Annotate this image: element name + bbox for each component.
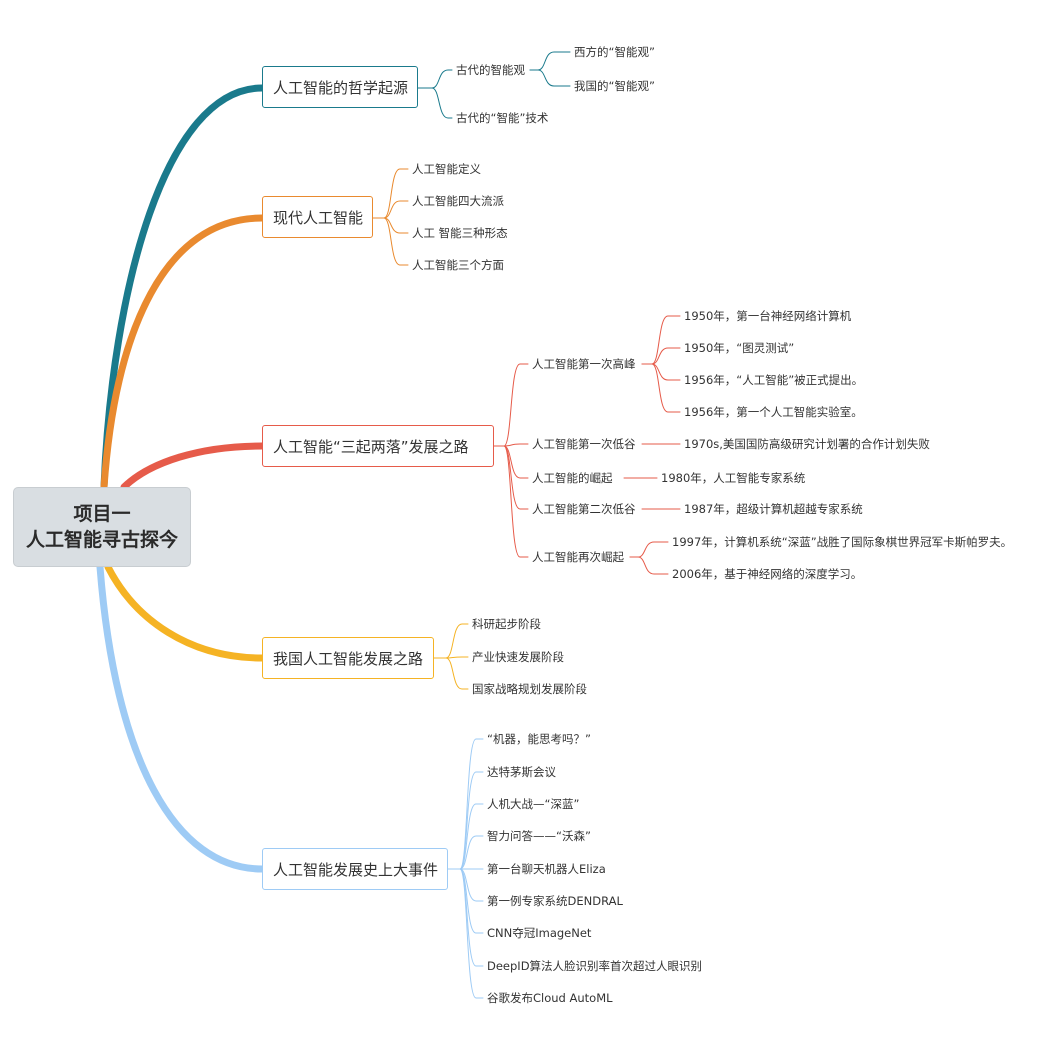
link-china-2 [433, 657, 469, 690]
link-china-0 [433, 623, 469, 659]
event-2006-deep-learning[interactable]: 2006年，基于神经网络的深度学习。 [672, 567, 863, 581]
event-1970s-darpa[interactable]: 1970s,美国国防高级研究计划署的合作计划失败 [684, 437, 930, 451]
node-first-winter[interactable]: 人工智能第一次低谷 [532, 437, 636, 451]
root-node[interactable]: 项目一 人工智能寻古探今 [13, 487, 191, 567]
event-dartmouth[interactable]: 达特茅斯会议 [487, 765, 556, 779]
link-philosophy-1 [417, 87, 453, 119]
link-modern-3 [372, 217, 409, 266]
link-ancient-1 [529, 69, 571, 87]
event-cnn-imagenet[interactable]: CNN夺冠ImageNet [487, 926, 592, 940]
node-three-aspects[interactable]: 人工智能三个方面 [412, 258, 504, 272]
link-modern-1 [372, 200, 409, 219]
link-rise-again-0 [629, 541, 669, 558]
node-western-view[interactable]: 西方的“智能观” [574, 45, 655, 59]
event-1950-turing-test[interactable]: 1950年，“图灵测试” [684, 341, 795, 355]
node-first-peak[interactable]: 人工智能第一次高峰 [532, 357, 636, 371]
event-deepid[interactable]: DeepID算法人脸识别率首次超过人眼识别 [487, 959, 703, 973]
root-title-line2: 人工智能寻古探今 [25, 529, 178, 551]
trunk-china [104, 563, 266, 662]
node-rise[interactable]: 人工智能的崛起 [532, 471, 613, 485]
node-three-forms[interactable]: 人工 智能三种形态 [412, 226, 508, 240]
trunk-modern [100, 214, 266, 491]
event-1980-expert-system[interactable]: 1980年，人工智能专家系统 [661, 471, 806, 485]
link-philosophy-0 [417, 69, 453, 89]
node-chinese-view[interactable]: 我国的“智能观” [574, 79, 655, 93]
link-ancient-0 [529, 51, 571, 71]
link-three-rises-4 [493, 445, 529, 558]
node-industry-stage[interactable]: 产业快速发展阶段 [472, 650, 564, 664]
event-deep-blue[interactable]: 人机大战—“深蓝” [487, 797, 580, 811]
trunk-events [96, 563, 266, 873]
link-first-peak-1 [641, 347, 681, 365]
node-strategy-stage[interactable]: 国家战略规划发展阶段 [472, 682, 587, 696]
event-dendral[interactable]: 第一例专家系统DENDRAL [487, 894, 623, 908]
link-rise-again-1 [629, 556, 669, 575]
branch-modern-ai[interactable]: 现代人工智能 [262, 196, 373, 238]
event-cloud-automl[interactable]: 谷歌发布Cloud AutoML [487, 991, 613, 1005]
link-first-peak-2 [641, 363, 681, 381]
branch-lines [372, 51, 681, 999]
event-1950-neural-computer[interactable]: 1950年，第一台神经网络计算机 [684, 309, 852, 323]
node-rise-again[interactable]: 人工智能再次崛起 [532, 550, 624, 564]
trunk-lines [96, 84, 266, 873]
node-second-winter[interactable]: 人工智能第二次低谷 [532, 502, 636, 516]
branch-china-ai[interactable]: 我国人工智能发展之路 [262, 637, 434, 679]
link-first-peak-3 [641, 363, 681, 413]
event-1956-ai-proposed[interactable]: 1956年，“人工智能”被正式提出。 [684, 373, 864, 387]
event-can-machines-think[interactable]: “机器，能思考吗？” [487, 732, 591, 746]
branch-major-events[interactable]: 人工智能发展史上大事件 [262, 848, 448, 890]
node-ancient-tech[interactable]: 古代的“智能”技术 [456, 111, 549, 125]
event-1956-ai-lab[interactable]: 1956年，第一个人工智能实验室。 [684, 405, 863, 419]
node-research-stage[interactable]: 科研起步阶段 [472, 617, 541, 631]
trunk-philosophy [100, 84, 266, 491]
root-title-line1: 项目一 [73, 503, 131, 525]
event-1987-supercomputer[interactable]: 1987年，超级计算机超越专家系统 [684, 502, 863, 516]
event-1997-deep-blue[interactable]: 1997年，计算机系统“深蓝”战胜了国际象棋世界冠军卡斯帕罗夫。 [672, 535, 1013, 549]
event-watson[interactable]: 智力问答——“沃森” [487, 829, 591, 843]
link-three-rises-0 [493, 363, 529, 447]
link-events-8 [447, 868, 484, 999]
node-ancient-intelligence[interactable]: 古代的智能观 [456, 63, 525, 77]
node-four-schools[interactable]: 人工智能四大流派 [412, 194, 504, 208]
node-ai-definition[interactable]: 人工智能定义 [412, 162, 481, 176]
branch-philosophy-origin[interactable]: 人工智能的哲学起源 [262, 66, 418, 108]
link-modern-2 [372, 217, 409, 234]
event-eliza[interactable]: 第一台聊天机器人Eliza [487, 862, 606, 876]
trunk-three-rises [120, 442, 266, 491]
branch-three-rises[interactable]: 人工智能“三起两落”发展之路 [262, 425, 494, 467]
link-first-peak-0 [641, 315, 681, 365]
